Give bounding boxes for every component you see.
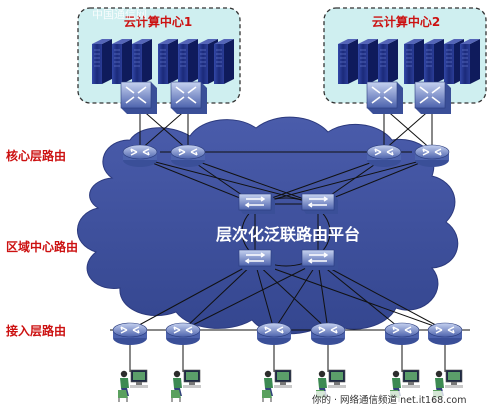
user-terminal-icon	[261, 369, 293, 403]
router-icon	[414, 144, 450, 168]
router-icon	[112, 322, 148, 346]
router-icon	[170, 144, 206, 168]
router-icon	[310, 322, 346, 346]
access-layer-label: 接入层路由	[6, 323, 66, 338]
router-icon	[427, 322, 463, 346]
user-terminal-icon	[170, 369, 202, 403]
switch-icon	[120, 81, 158, 115]
router-icon	[122, 144, 158, 168]
router-icon	[165, 322, 201, 346]
switch-icon	[366, 81, 404, 115]
router-icon	[256, 322, 292, 346]
switch-icon	[301, 193, 339, 215]
datacenter-1-label: 云计算中心1	[124, 14, 192, 29]
switch-icon	[238, 249, 276, 271]
watermark-bottom: 你的 · 网络通信频道 net.it168.com	[312, 394, 467, 406]
core-layer-label: 核心层路由	[6, 148, 66, 163]
switch-icon	[238, 193, 276, 215]
switch-icon	[170, 81, 208, 115]
server-rack-icon	[337, 38, 481, 85]
watermark-top: 中国通信网	[92, 8, 147, 21]
user-terminal-icon	[117, 369, 149, 403]
switch-icon	[301, 249, 339, 271]
server-rack-icon	[91, 38, 235, 85]
router-icon	[384, 322, 420, 346]
cloud-label: 层次化泛联路由平台	[216, 225, 360, 244]
router-icon	[366, 144, 402, 168]
datacenter-2-label: 云计算中心2	[372, 14, 440, 29]
regional-layer-label: 区域中心路由	[6, 239, 78, 254]
switch-icon	[414, 81, 452, 115]
watermark-bar	[300, 391, 500, 408]
